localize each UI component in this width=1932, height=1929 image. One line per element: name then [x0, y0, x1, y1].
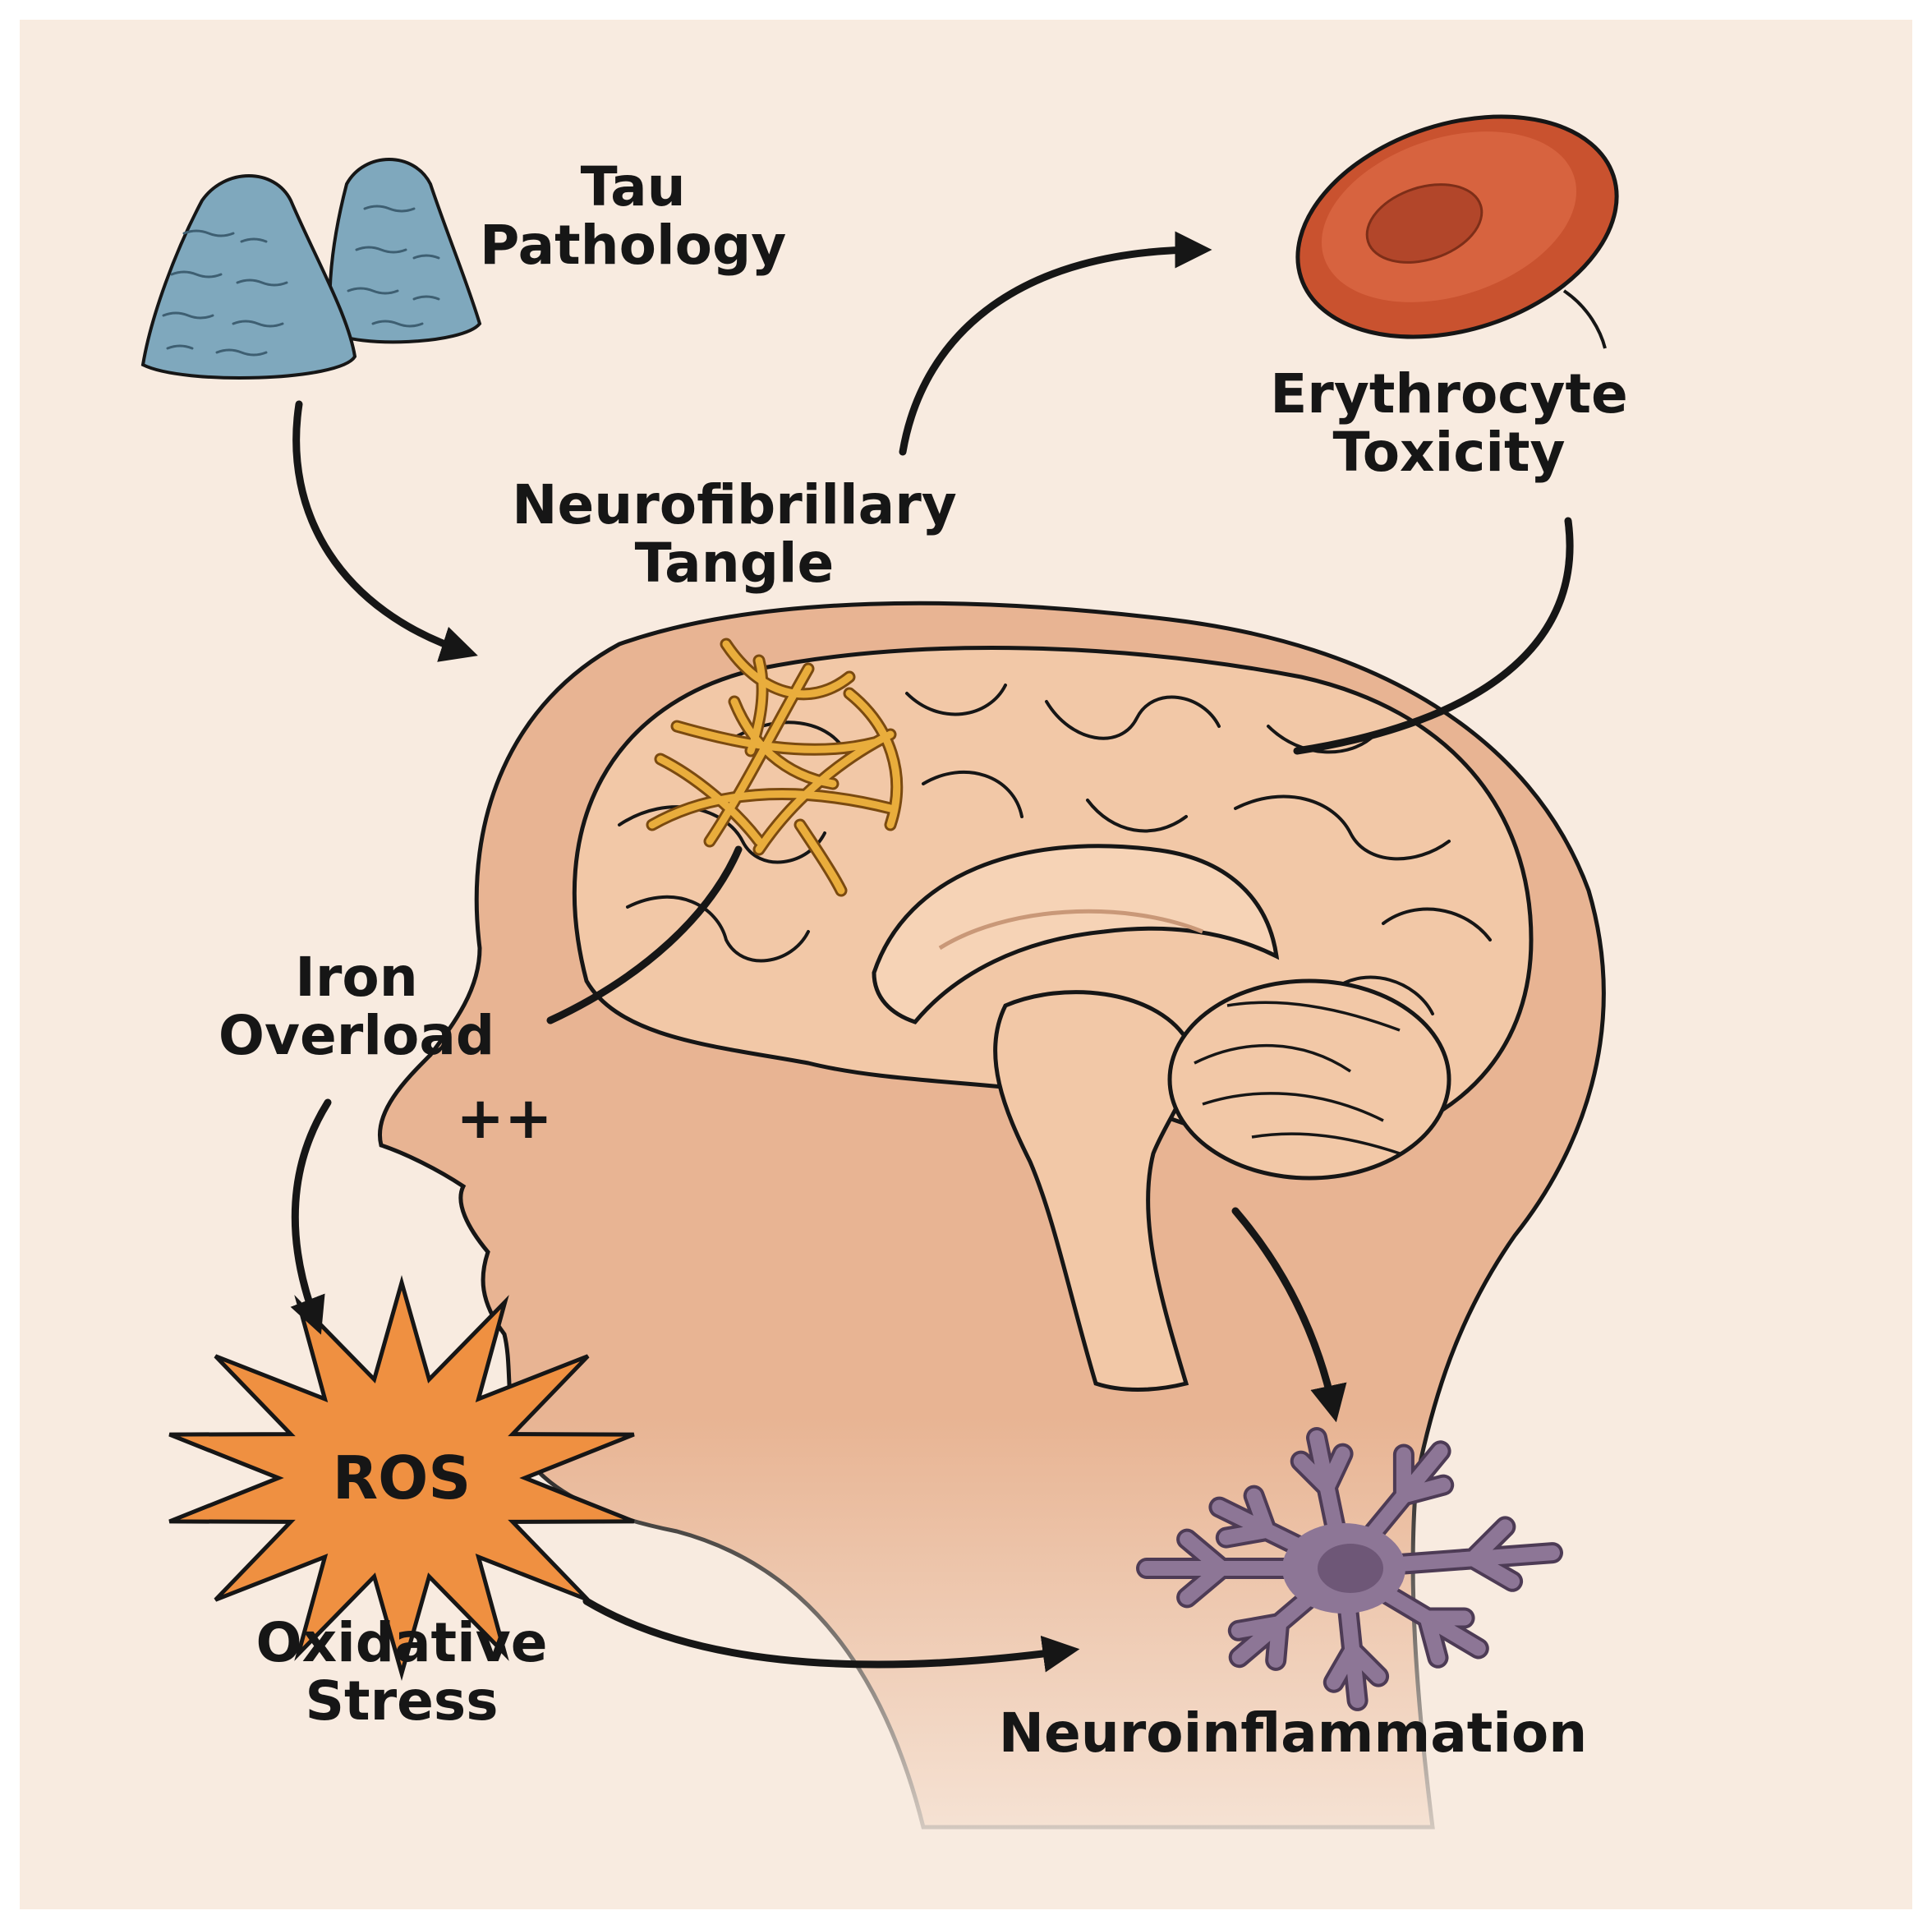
oxidative-stress-label: Oxidative Stress	[255, 1611, 548, 1733]
arrow-tangle-to-erythrocyte	[899, 231, 1212, 456]
tau-pathology-label: Tau Pathology	[480, 155, 787, 278]
connector-erythrocyte-to-brain	[1293, 517, 1574, 755]
diagram-canvas: ROS Tau Pathology Neurofibrillary Tangle…	[20, 20, 1912, 1909]
arrow-tau-to-brain	[292, 400, 478, 662]
cerebellum	[1167, 978, 1451, 1181]
arrow-iron-to-ros	[290, 1098, 332, 1335]
arrow-ros-to-neuroinflammation	[582, 1597, 1080, 1673]
erythrocyte-icon	[1295, 114, 1619, 349]
neuroinflammation-label: Neuroinflammation	[998, 1701, 1588, 1765]
tau-cones-icon	[140, 158, 482, 380]
arrow-brain-to-neuroinflammation	[1231, 1207, 1347, 1423]
erythrocyte-toxicity-label: Erythrocyte Toxicity	[1270, 362, 1628, 485]
microglia-icon	[1136, 1427, 1563, 1711]
iron-overload-label: Iron Overload	[218, 946, 495, 1068]
ros-starburst-icon: ROS	[168, 1275, 635, 1681]
ros-label: ROS	[333, 1443, 472, 1512]
iron-overload-marker: ++	[456, 1084, 553, 1152]
diagram-artwork: ROS	[20, 114, 1912, 1909]
neurofibrillary-tangle-icon	[646, 638, 904, 897]
connector-tangle-to-iron	[546, 845, 743, 1024]
neurofibrillary-tangle-label: Neurofibrillary Tangle	[512, 473, 957, 596]
